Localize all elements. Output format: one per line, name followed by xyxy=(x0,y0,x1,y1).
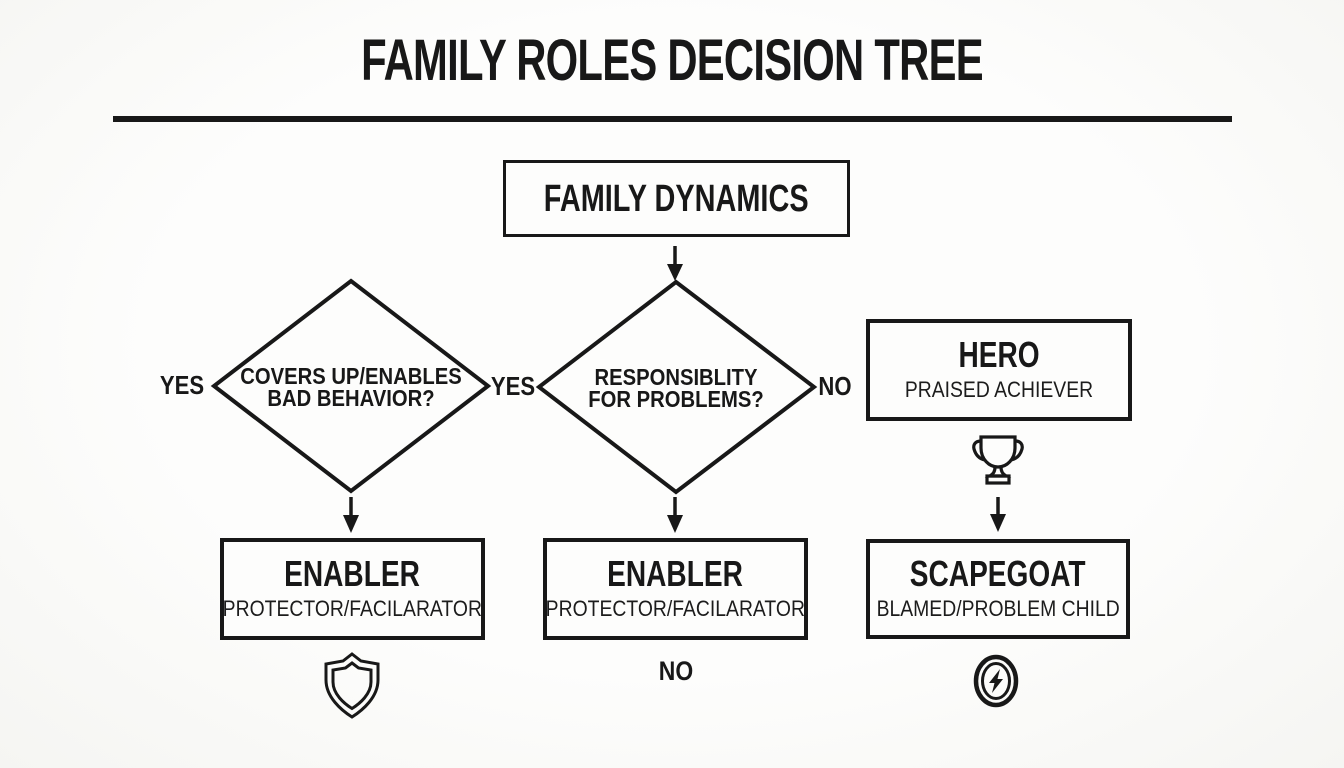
scapegoat-box: SCAPEGOAT BLAMED/PROBLEM CHILD xyxy=(866,539,1130,639)
yes-label-middle: YES xyxy=(490,371,536,401)
arrow-decision-center-to-enabler xyxy=(667,497,683,533)
shield-icon xyxy=(324,652,380,719)
decision-diamond-left xyxy=(210,278,492,494)
arrowhead xyxy=(343,515,359,533)
family-dynamics-box: FAMILY DYNAMICS xyxy=(503,160,850,237)
hero-box: HERO PRAISED ACHIEVER xyxy=(866,319,1132,421)
hero-title: HERO xyxy=(958,333,1040,375)
enabler-center-box: ENABLER PROTECTOR/FACILARATOR xyxy=(543,538,808,640)
arrowhead xyxy=(990,514,1006,532)
decision-left-line1: COVERS UP/ENABLES xyxy=(240,363,462,389)
decision-center-line1: RESPONSIBLITY xyxy=(594,364,758,390)
enabler-left-title: ENABLER xyxy=(284,552,421,594)
no-label-below-center: NO xyxy=(658,656,694,686)
scapegoat-title: SCAPEGOAT xyxy=(910,552,1086,594)
decision-diamond-center xyxy=(535,279,818,495)
enabler-center-title: ENABLER xyxy=(607,552,744,594)
hero-subtitle: PRAISED ACHIEVER xyxy=(904,376,1094,402)
arrowhead xyxy=(667,515,683,533)
arrowhead xyxy=(667,264,683,281)
lightning-bolt xyxy=(989,669,1003,693)
enabler-left-subtitle: PROTECTOR/FACILARATOR xyxy=(222,595,483,621)
enabler-center-subtitle: PROTECTOR/FACILARATOR xyxy=(545,595,806,621)
yes-label-far-left: YES xyxy=(159,370,205,400)
title-underline xyxy=(113,116,1232,122)
arrow-trophy-to-scapegoat xyxy=(990,497,1006,532)
scapegoat-subtitle: BLAMED/PROBLEM CHILD xyxy=(876,595,1120,621)
lightning-badge-icon xyxy=(973,654,1019,708)
trophy-icon xyxy=(972,435,1024,485)
arrow-root-to-decision xyxy=(667,246,683,281)
arrow-decision-left-to-enabler xyxy=(343,497,359,533)
decision-center-label: RESPONSIBLITY FOR PROBLEMS? xyxy=(562,364,791,412)
page-title: FAMILY ROLES DECISION TREE xyxy=(361,28,983,93)
decision-left-label: COVERS UP/ENABLES BAD BEHAVIOR? xyxy=(237,363,466,411)
decision-center-line2: FOR PROBLEMS? xyxy=(588,386,764,412)
enabler-left-box: ENABLER PROTECTOR/FACILARATOR xyxy=(220,538,485,640)
decision-left-line2: BAD BEHAVIOR? xyxy=(267,385,435,411)
no-label-right: NO xyxy=(818,371,852,401)
family-dynamics-label: FAMILY DYNAMICS xyxy=(544,177,809,220)
